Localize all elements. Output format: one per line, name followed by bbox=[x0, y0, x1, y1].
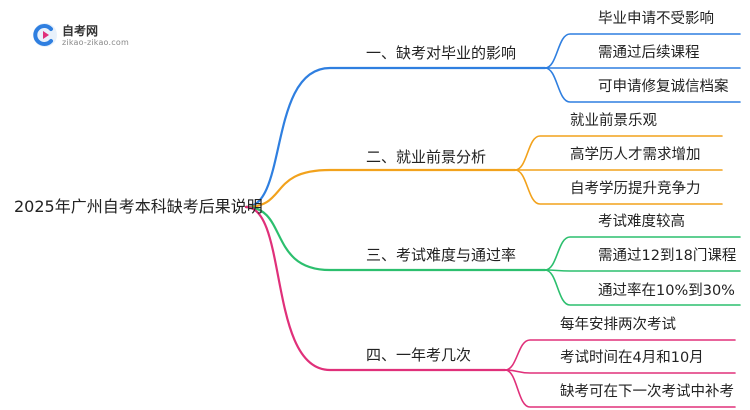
root-node: 2025年广州自考本科缺考后果说明 bbox=[14, 197, 263, 216]
branch-connector bbox=[244, 205, 507, 372]
leaf-node: 需通过12到18门课程 bbox=[598, 248, 737, 264]
branch-connector bbox=[244, 205, 547, 272]
leaf-node: 就业前景乐观 bbox=[570, 113, 657, 129]
leaf-connector bbox=[544, 33, 741, 69]
leaf-node: 需通过后续课程 bbox=[598, 45, 700, 61]
leaf-node: 考试难度较高 bbox=[598, 214, 685, 230]
leaf-node: 通过率在10%到30% bbox=[598, 283, 735, 299]
branch-node-3: 三、考试难度与通过率 bbox=[366, 246, 517, 264]
leaf-connector bbox=[544, 269, 741, 306]
leaf-node: 可申请修复诚信档案 bbox=[598, 79, 729, 95]
branch-node-1: 一、缺考对毕业的影响 bbox=[366, 44, 517, 62]
leaf-node: 自考学历提升竞争力 bbox=[570, 181, 701, 197]
branch-node-2: 二、就业前景分析 bbox=[366, 148, 487, 166]
leaf-connector bbox=[544, 269, 741, 272]
leaf-connector bbox=[514, 169, 723, 205]
branch-connector bbox=[244, 66, 547, 209]
site-logo bbox=[30, 18, 140, 54]
leaf-node: 每年安排两次考试 bbox=[560, 317, 676, 333]
logo-title: 自考网 bbox=[62, 24, 99, 38]
leaf-node: 考试时间在4月和10月 bbox=[560, 350, 704, 366]
leaf-node: 高学历人才需求增加 bbox=[570, 147, 701, 163]
branch-connector bbox=[244, 168, 517, 209]
leaf-connector bbox=[514, 135, 723, 171]
leaf-connector bbox=[504, 369, 736, 374]
leaf-connector bbox=[544, 67, 741, 103]
logo-subtitle: zikao-zikao.com bbox=[62, 38, 129, 47]
leaf-node: 毕业申请不受影响 bbox=[598, 11, 714, 27]
leaf-connector bbox=[544, 236, 741, 271]
branch-node-4: 四、一年考几次 bbox=[366, 346, 472, 364]
leaf-connector bbox=[504, 369, 736, 408]
leaf-connector bbox=[504, 339, 736, 371]
logo-icon bbox=[33, 23, 57, 47]
leaf-node: 缺考可在下一次考试中补考 bbox=[560, 384, 734, 400]
